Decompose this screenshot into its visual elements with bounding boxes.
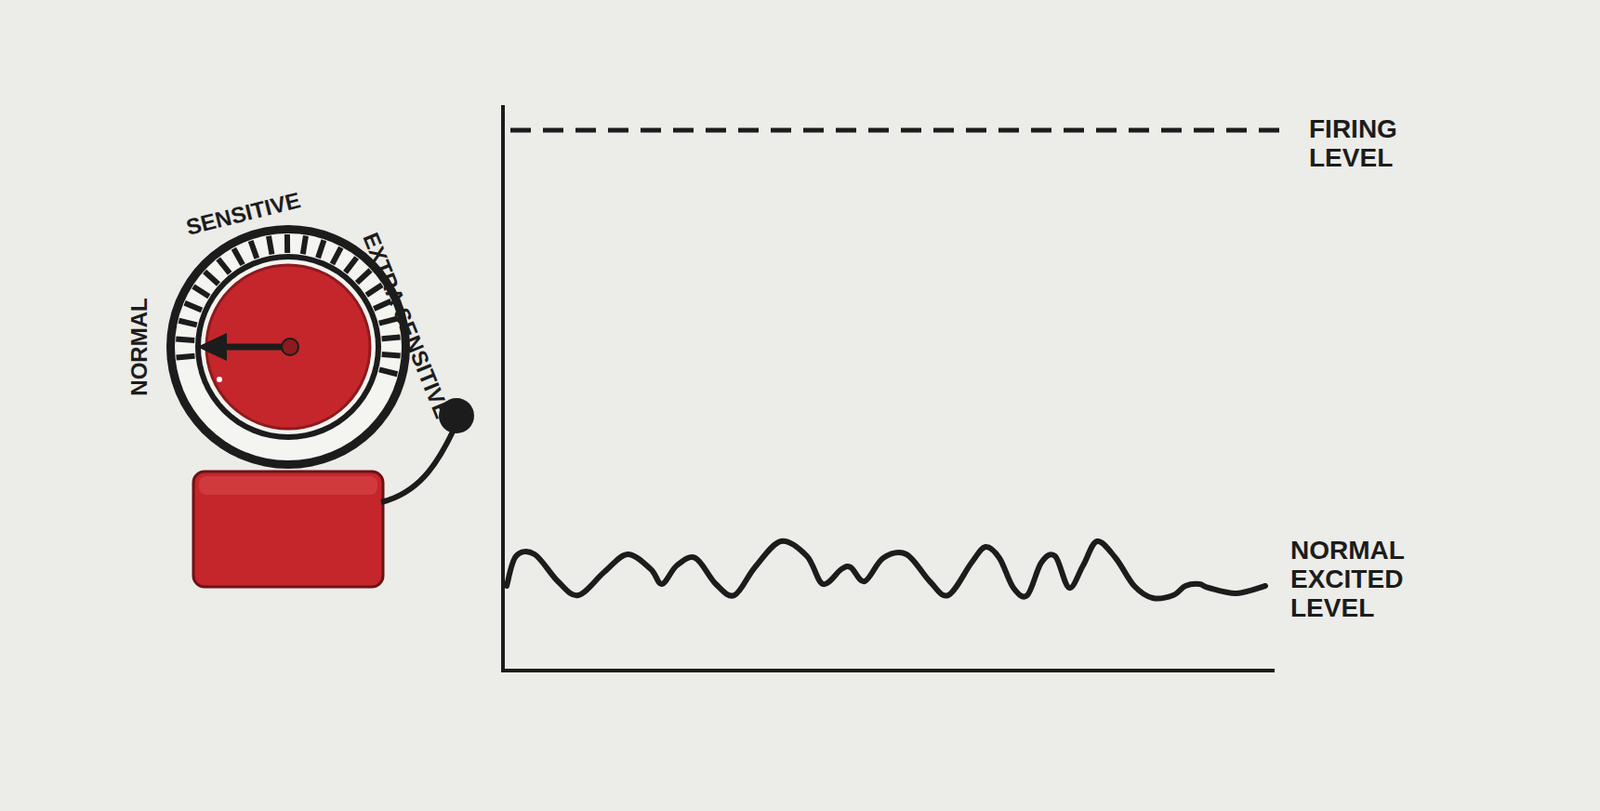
dial-inner-gap [200, 259, 376, 435]
dial-tick [178, 320, 197, 326]
dial-band [174, 233, 402, 461]
dial-tick [193, 286, 210, 297]
face-glint [216, 376, 223, 383]
dial-inner-ring [195, 253, 382, 440]
pointer-shaft [221, 343, 291, 351]
threshold-label: FIRING LEVEL [1309, 115, 1430, 173]
dial-tick [251, 240, 258, 259]
dial-tick [233, 248, 243, 265]
pointer-pivot [281, 338, 299, 356]
excitation-wave [506, 541, 1266, 599]
dial-tick [303, 235, 306, 254]
dial-tick [176, 356, 196, 358]
bell-base [193, 471, 384, 587]
dial-tick [185, 303, 202, 311]
bell-base-shine [198, 476, 378, 495]
dial-tick [175, 339, 195, 341]
pointer-head [197, 332, 227, 361]
y-axis [501, 105, 505, 673]
dial-tick [382, 354, 401, 357]
x-axis [501, 668, 1275, 673]
dial-tick [284, 234, 291, 253]
firing-threshold-line [510, 128, 1281, 133]
dial-tick [204, 271, 219, 284]
bell-face-edge [206, 264, 371, 429]
dial-tick [344, 257, 357, 273]
dial-tick [357, 269, 371, 283]
dial-tick [331, 247, 341, 265]
dial-tick [379, 369, 397, 374]
dial-tick [218, 258, 230, 274]
dial-tick [268, 236, 272, 255]
bell-face [206, 264, 371, 429]
dial-tick [382, 336, 401, 339]
hammer-arm [381, 429, 454, 503]
dial-tick [317, 239, 324, 258]
level-label: NORMAL EXCITED LEVEL [1290, 536, 1421, 622]
dial-label: NORMAL [128, 297, 151, 396]
